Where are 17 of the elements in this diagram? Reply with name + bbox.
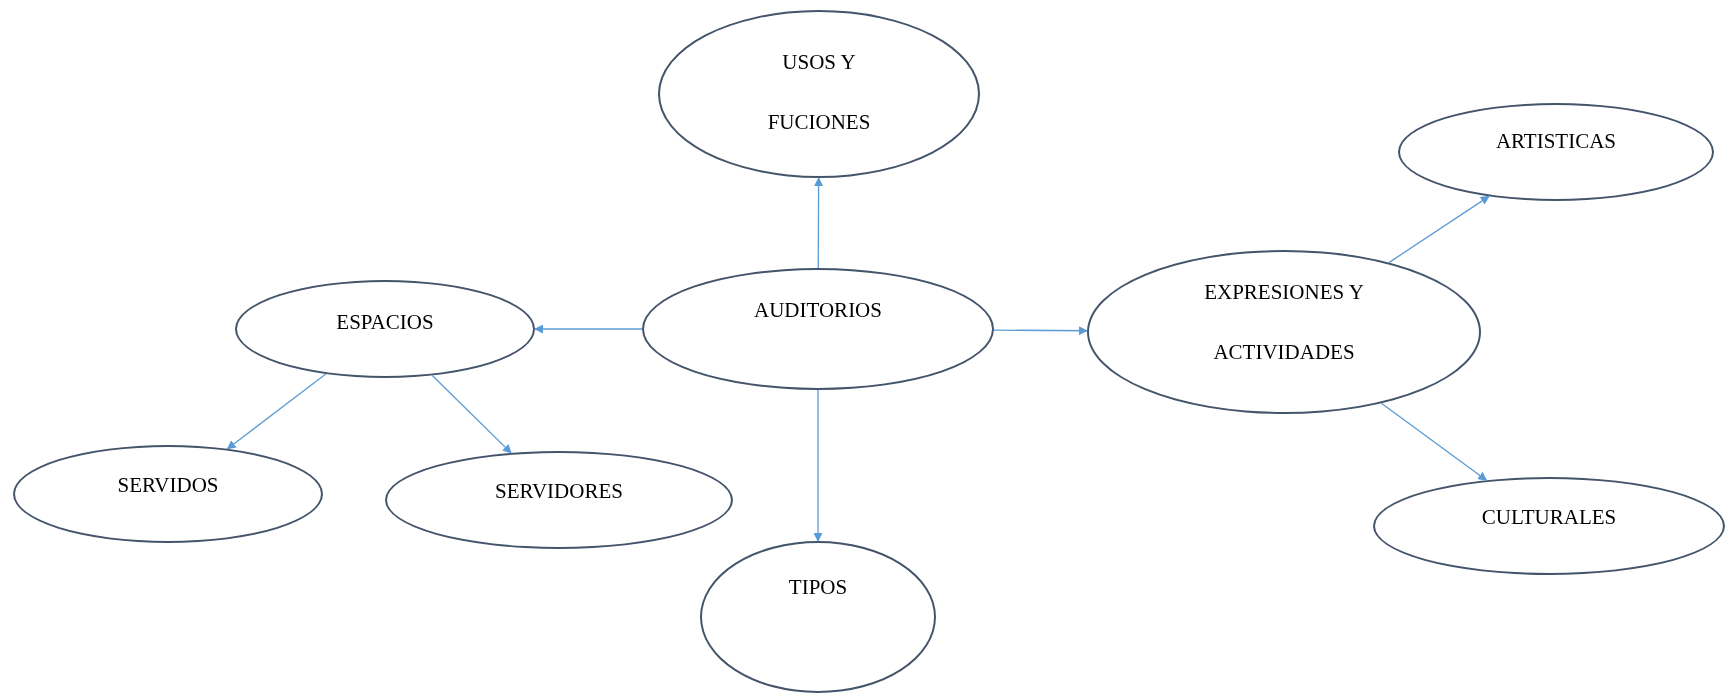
node-label: TIPOS — [787, 574, 849, 601]
node-label: ARTISTICAS — [1494, 128, 1618, 155]
node-label: SERVIDOS — [116, 472, 220, 499]
node-label: ESPACIOS — [335, 309, 435, 336]
arrow — [1380, 402, 1488, 481]
node-label: USOS Y FUCIONES — [766, 49, 872, 136]
arrow — [993, 326, 1088, 336]
arrow — [814, 177, 824, 269]
arrow — [1388, 195, 1490, 264]
node-label: EXPRESIONES Y ACTIVIDADES — [1203, 279, 1365, 366]
node-label: SERVIDORES — [494, 478, 624, 505]
arrow — [813, 389, 823, 542]
arrow — [431, 374, 512, 454]
arrow — [534, 324, 643, 334]
arrow — [226, 373, 327, 450]
node-label: AUDITORIOS — [753, 297, 883, 324]
node-label: CULTURALES — [1480, 504, 1618, 531]
